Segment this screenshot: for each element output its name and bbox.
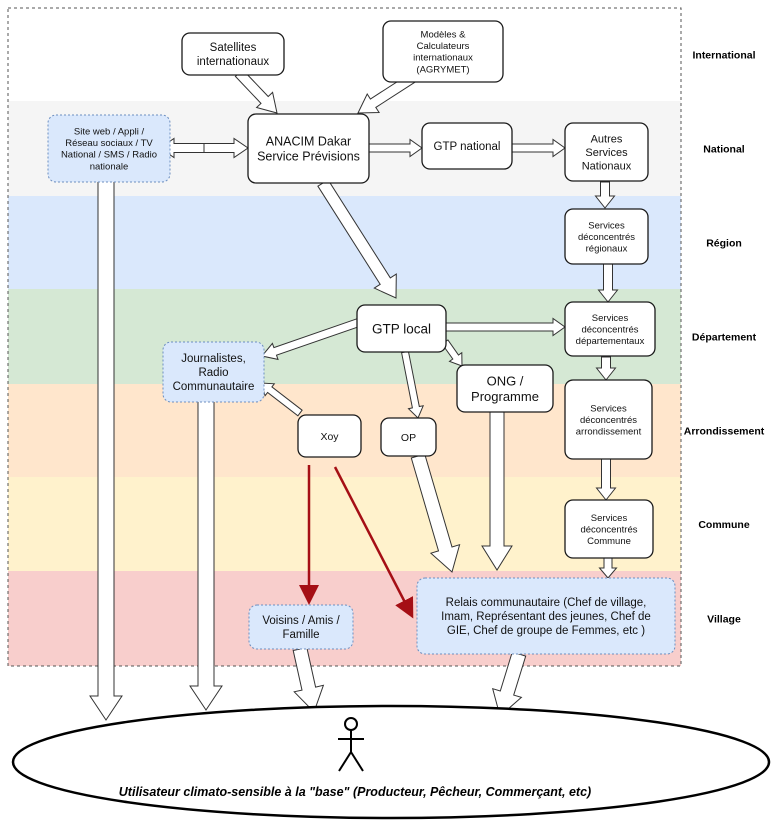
node-label-line: Services: [585, 147, 628, 159]
node-label-line: Réseau sociaux / TV: [65, 138, 153, 149]
node-label-line: Journalistes,: [181, 353, 246, 365]
level-label: Région: [706, 238, 742, 250]
node-label-line: Xoy: [320, 431, 339, 443]
base-user-label: Utilisateur climato-sensible à la "base"…: [119, 785, 591, 799]
node-relais: Relais communautaire (Chef de village, Im…: [416, 577, 676, 655]
flow-arrow: [317, 179, 397, 299]
level-label: Département: [692, 332, 757, 344]
flow-arrow: [203, 137, 249, 159]
flow-arrow: [509, 138, 566, 158]
node-label-line: Nationaux: [582, 160, 632, 172]
flow-arrow: [595, 356, 617, 381]
node-label-line: déconcentrés: [580, 415, 637, 426]
flow-arrow: [481, 410, 513, 571]
node-label-line: déconcentrés: [580, 524, 637, 535]
node-label-line: Commune: [587, 536, 631, 547]
node-label-line: Service Prévisions: [257, 150, 360, 164]
node-label-line: internationaux: [413, 53, 473, 64]
node-label-line: GTP national: [434, 141, 501, 153]
node-label-line: départementaux: [576, 336, 645, 347]
node-label-line: Satellites: [210, 42, 257, 54]
node-voisins: Voisins / Amis / Famille: [248, 604, 354, 650]
node-label-line: National / SMS / Radio: [61, 150, 157, 161]
node-label-line: Autres: [591, 134, 623, 146]
level-label: International: [692, 50, 755, 62]
node-ong: ONG /Programme: [456, 364, 554, 413]
node-label-line: (AGRYMET): [416, 64, 469, 75]
flow-arrow: [189, 380, 223, 711]
node-label-line: Relais communautaire (Chef de village,: [446, 597, 647, 609]
flow-arrow: [410, 453, 461, 573]
node-gtp-national: GTP national: [421, 122, 513, 170]
flow-arrow: [597, 263, 619, 303]
node-label-line: OP: [401, 432, 416, 444]
level-band: [8, 8, 681, 101]
node-label-line: GTP local: [372, 321, 431, 336]
node-label-line: régionaux: [586, 244, 628, 255]
flow-arrow: [292, 646, 325, 713]
node-label-line: ANACIM Dakar: [266, 134, 351, 148]
node-gtp-local: GTP local: [356, 304, 447, 353]
node-label-line: Voisins / Amis /: [262, 615, 340, 627]
levels-frame: [7, 7, 682, 667]
node-xoy: Xoy: [297, 414, 362, 458]
flow-arrow: [444, 317, 566, 337]
level-label: Arrondissement: [684, 426, 765, 438]
node-label-line: ONG /: [487, 373, 524, 388]
flow-arrow: [595, 458, 617, 501]
node-site-web: Site web / Appli /Réseau sociaux / TVNat…: [47, 114, 171, 183]
node-satellites: Satellites internationaux: [181, 32, 285, 76]
flow-arrow: [89, 164, 123, 721]
flow-arrow: [594, 181, 616, 209]
node-modeles: Modèles &Calculateursinternationaux(AGRY…: [382, 20, 504, 83]
flow-arrow: [598, 557, 618, 579]
flow-arrow: [401, 350, 425, 419]
node-label-line: Famille: [282, 629, 319, 641]
stick-figure-icon: [338, 717, 364, 772]
node-label-line: Services: [591, 513, 628, 524]
node-label-line: déconcentrés: [581, 324, 638, 335]
level-label: National: [703, 144, 745, 156]
base-user-ellipse: [11, 704, 771, 820]
flow-arrow: [491, 651, 527, 717]
node-label-line: Services: [590, 403, 627, 414]
node-label-line: Modèles &: [421, 30, 467, 41]
node-label-line: Services: [588, 220, 625, 231]
node-label-line: GIE, Chef de groupe de Femmes, etc ): [447, 625, 645, 637]
node-label-line: Radio: [198, 367, 228, 379]
level-label: Village: [707, 614, 741, 626]
node-label-line: Programme: [471, 389, 539, 404]
flow-arrow: [261, 317, 362, 361]
level-label: Commune: [698, 519, 749, 531]
node-label-line: internationaux: [197, 56, 269, 68]
node-label-line: nationale: [90, 161, 129, 172]
node-label-line: arrondissement: [576, 427, 642, 438]
flow-arrow: [441, 339, 463, 367]
node-op: OP: [380, 417, 437, 457]
node-label-line: Services: [592, 313, 629, 324]
node-label-line: Calculateurs: [417, 41, 470, 52]
node-label-line: Imam, Représentant des jeunes, Chef de: [441, 611, 651, 623]
red-flow-arrow: [333, 466, 414, 619]
node-label-line: Communautaire: [173, 381, 255, 393]
node-label-line: Site web / Appli /: [74, 127, 145, 138]
node-label-line: déconcentrés: [578, 232, 635, 243]
